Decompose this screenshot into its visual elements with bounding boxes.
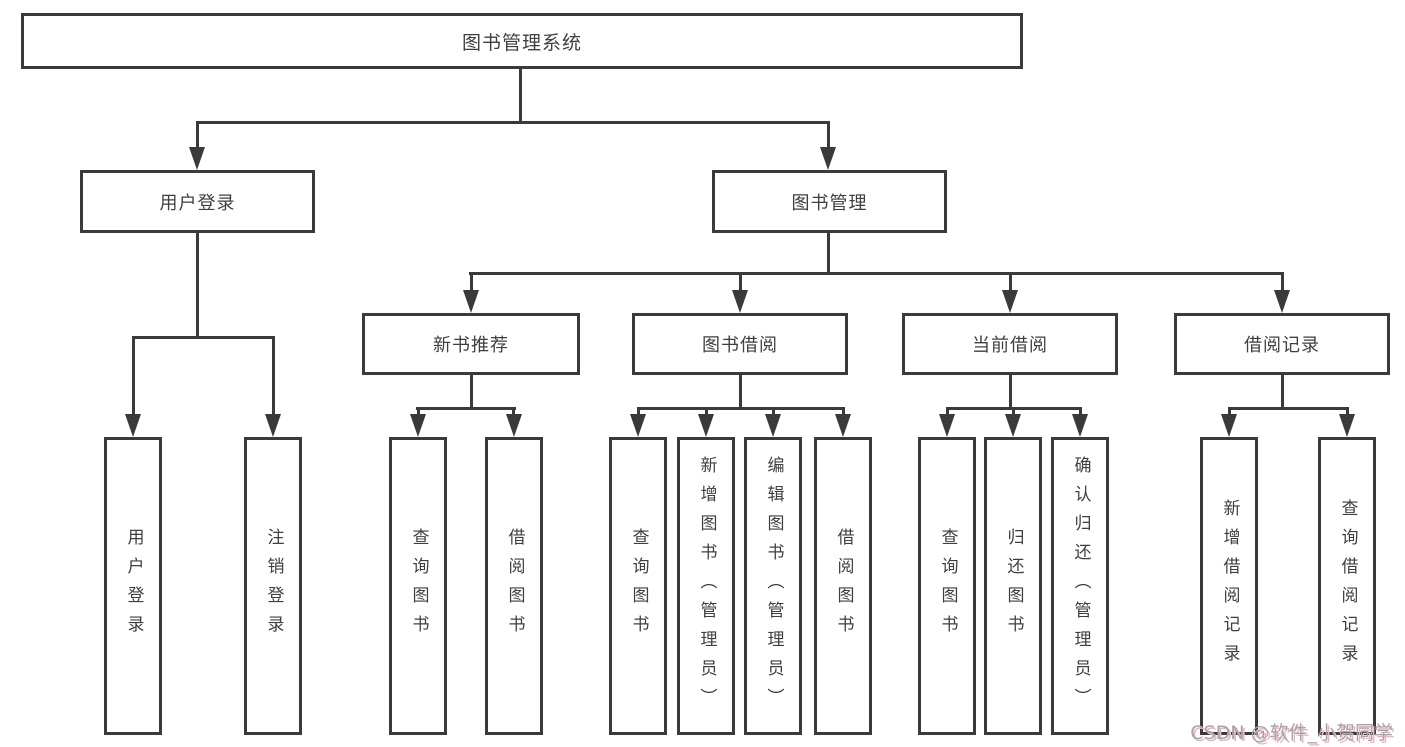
connector-vline (1012, 407, 1015, 417)
leaf-borrow-book-label: 借阅图书 (833, 528, 854, 644)
node-current-borrow-label: 当前借阅 (972, 335, 1048, 356)
leaf-return-book-label: 归还图书 (1003, 528, 1024, 644)
leaf-query-book-borrow: 查询图书 (609, 437, 667, 735)
node-book-borrow: 图书借阅 (632, 313, 848, 375)
leaf-user-login-label: 用户登录 (123, 528, 144, 644)
connector-vline (1079, 407, 1082, 417)
connector-vline (1228, 407, 1231, 417)
leaf-logout: 注销登录 (244, 437, 302, 735)
connector-vline (739, 373, 742, 409)
arrow-down-icon (835, 414, 851, 437)
leaf-borrow-book: 借阅图书 (814, 437, 872, 735)
connector-vline (705, 407, 708, 417)
leaf-add-book-admin: 新增图书（管理员） (677, 437, 735, 735)
arrow-down-icon (732, 290, 748, 313)
csdn-watermark: CSDN @软件_小贺同学 (1190, 722, 1393, 744)
arrow-down-icon (1221, 414, 1237, 437)
node-new-book-recommend: 新书推荐 (362, 313, 580, 375)
node-borrow-record: 借阅记录 (1174, 313, 1390, 375)
connector-hline (196, 121, 830, 124)
arrow-down-icon (820, 147, 836, 170)
connector-vline (519, 67, 522, 124)
connector-vline (1281, 373, 1284, 409)
arrow-down-icon (630, 414, 646, 437)
node-user-login-label: 用户登录 (159, 192, 236, 214)
connector-vline (470, 373, 473, 409)
arrow-down-icon (698, 414, 714, 437)
leaf-confirm-return-admin: 确认归还（管理员） (1051, 437, 1109, 735)
leaf-add-book-admin-label: 新增图书（管理员） (696, 455, 717, 717)
connector-vline (470, 272, 473, 293)
arrow-down-icon (1274, 290, 1290, 313)
connector-vline (827, 121, 830, 151)
connector-vline (1009, 272, 1012, 293)
leaf-add-borrow-record-label: 新增借阅记录 (1219, 499, 1240, 673)
node-root-label: 图书管理系统 (461, 31, 582, 54)
connector-hline (132, 336, 275, 339)
leaf-edit-book-admin: 编辑图书（管理员） (744, 437, 802, 735)
connector-vline (1346, 407, 1349, 417)
leaf-borrow-book-recommend: 借阅图书 (485, 437, 543, 735)
arrow-down-icon (765, 414, 781, 437)
leaf-query-book-recommend-label: 查询图书 (408, 528, 429, 644)
node-current-borrow: 当前借阅 (902, 313, 1118, 375)
node-new-book-recommend-label: 新书推荐 (433, 335, 509, 356)
connector-hline (637, 407, 845, 410)
connector-vline (196, 231, 199, 339)
leaf-logout-label: 注销登录 (263, 528, 284, 644)
connector-vline (772, 407, 775, 417)
leaf-query-book-current: 查询图书 (918, 437, 976, 735)
arrow-down-icon (1005, 414, 1021, 437)
connector-vline (946, 407, 949, 417)
arrow-down-icon (939, 414, 955, 437)
leaf-edit-book-admin-label: 编辑图书（管理员） (763, 455, 784, 717)
arrow-down-icon (189, 147, 205, 170)
arrow-down-icon (1002, 290, 1018, 313)
connector-vline (132, 336, 135, 417)
connector-vline (1009, 373, 1012, 409)
node-book-management: 图书管理 (712, 170, 947, 233)
node-book-borrow-label: 图书借阅 (702, 335, 778, 356)
leaf-add-borrow-record: 新增借阅记录 (1200, 437, 1258, 735)
connector-vline (637, 407, 640, 417)
leaf-query-book-borrow-label: 查询图书 (628, 528, 649, 644)
connector-vline (842, 407, 845, 417)
node-user-login: 用户登录 (80, 170, 315, 233)
arrow-down-icon (1072, 414, 1088, 437)
leaf-query-borrow-record-label: 查询借阅记录 (1337, 499, 1358, 673)
arrow-down-icon (265, 414, 281, 437)
leaf-confirm-return-admin-label: 确认归还（管理员） (1070, 455, 1091, 717)
leaf-query-borrow-record: 查询借阅记录 (1318, 437, 1376, 735)
connector-hline (416, 407, 516, 410)
connector-vline (272, 336, 275, 417)
connector-vline (739, 272, 742, 293)
leaf-query-book-recommend: 查询图书 (389, 437, 447, 735)
connector-vline (417, 407, 420, 417)
connector-vline (1281, 272, 1284, 293)
arrow-down-icon (410, 414, 426, 437)
leaf-borrow-book-recommend-label: 借阅图书 (504, 528, 525, 644)
node-book-management-label: 图书管理 (791, 192, 868, 214)
connector-vline (196, 121, 199, 151)
leaf-return-book: 归还图书 (984, 437, 1042, 735)
node-borrow-record-label: 借阅记录 (1244, 335, 1320, 356)
arrow-down-icon (463, 290, 479, 313)
connector-vline (827, 231, 830, 275)
connector-hline (1228, 407, 1349, 410)
arrow-down-icon (1339, 414, 1355, 437)
leaf-user-login: 用户登录 (104, 437, 162, 735)
arrow-down-icon (506, 414, 522, 437)
connector-vline (512, 407, 515, 417)
node-root: 图书管理系统 (21, 13, 1023, 69)
leaf-query-book-current-label: 查询图书 (937, 528, 958, 644)
arrow-down-icon (125, 414, 141, 437)
connector-hline (469, 272, 1284, 275)
